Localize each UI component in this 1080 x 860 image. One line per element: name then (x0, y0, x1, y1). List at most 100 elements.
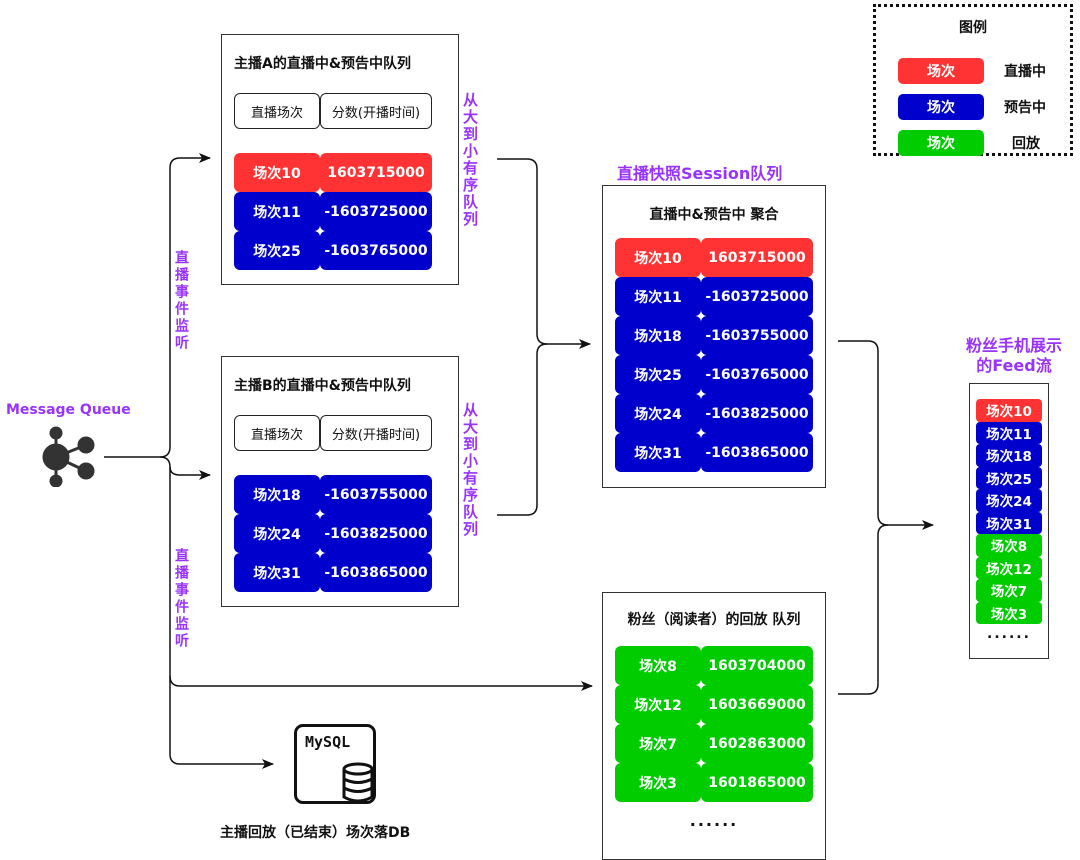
session-queue-title: 直播中&预告中 聚合 (649, 207, 779, 223)
legend-swatch-preview: 场次 (898, 94, 984, 120)
brace-session-to-feed (838, 340, 889, 526)
anchor-a-rows: 场次10 1603715000 场次11 -1603725000 场次25 -1… (234, 153, 432, 270)
session-cell: 场次10 (615, 238, 701, 277)
score-cell: 1601865000 (701, 763, 813, 802)
database-cylinder-icon (342, 762, 374, 803)
score-cell: -1603755000 (701, 316, 813, 355)
feed-item: 场次18 (976, 444, 1042, 467)
session-cell: 场次11 (234, 192, 320, 231)
queue-row: 场次11 -1603725000 (234, 192, 432, 231)
score-cell: -1603725000 (320, 192, 432, 231)
queue-row: 场次7 1602863000 (615, 724, 813, 763)
brace-replay-to-feed (838, 524, 889, 695)
share-nodes-icon (42, 426, 95, 487)
header-score: 分数(开播时间) (320, 415, 432, 451)
edge-label-live-event-upper: 直播事件监听 (173, 250, 189, 352)
replay-queue-title: 粉丝（阅读者）的回放 队列 (627, 612, 801, 628)
session-cell: 场次31 (615, 433, 701, 472)
score-cell: 1602863000 (701, 724, 813, 763)
message-queue-label: Message Queue (6, 402, 131, 418)
sort-order-label-b: 从大到小有序队列 (461, 402, 479, 538)
session-cell: 场次18 (234, 475, 320, 514)
legend-label-preview: 预告中 (1004, 100, 1046, 116)
feed-item: 场次8 (976, 534, 1042, 557)
legend-title: 图例 (959, 20, 987, 36)
replay-queue-rows: 场次8 1603704000 场次12 1603669000 场次7 16028… (615, 646, 813, 802)
sort-order-label-a: 从大到小有序队列 (461, 92, 479, 228)
score-cell: -1603725000 (701, 277, 813, 316)
replay-queue: 粉丝（阅读者）的回放 队列 场次8 1603704000 场次12 160366… (602, 592, 826, 860)
header-session: 直播场次 (234, 415, 320, 451)
session-queue-rows: 场次10 1603715000 场次11 -1603725000 场次18 -1… (615, 238, 813, 472)
score-cell: -1603865000 (320, 553, 432, 592)
feed-items: 场次10 场次11 场次18 场次25 场次24 场次31 场次8 场次12 场… (976, 399, 1042, 624)
session-cell: 场次10 (234, 153, 320, 192)
feed-item: 场次7 (976, 579, 1042, 602)
queue-row: 场次25 -1603765000 (615, 355, 813, 394)
queue-row: 场次18 -1603755000 (615, 316, 813, 355)
feed-list: 场次10 场次11 场次18 场次25 场次24 场次31 场次8 场次12 场… (969, 383, 1049, 659)
replay-queue-more: ...... (689, 811, 739, 830)
queue-row: 场次10 1603715000 (234, 153, 432, 192)
score-cell: -1603755000 (320, 475, 432, 514)
session-cell: 场次12 (615, 685, 701, 724)
brace-b-to-session (497, 343, 548, 516)
score-cell: 1603715000 (320, 153, 432, 192)
queue-row: 场次12 1603669000 (615, 685, 813, 724)
session-cell: 场次24 (615, 394, 701, 433)
score-cell: -1603765000 (701, 355, 813, 394)
session-cell: 场次8 (615, 646, 701, 685)
arrow-to-mysql (169, 676, 274, 769)
legend-item-replay: 场次 回放 (898, 130, 1040, 156)
queue-row: 场次31 -1603865000 (234, 553, 432, 592)
queue-row: 场次10 1603715000 (615, 238, 813, 277)
score-cell: 1603704000 (701, 646, 813, 685)
score-cell: -1603825000 (701, 394, 813, 433)
score-cell: 1603715000 (701, 238, 813, 277)
feed-caption-line2: 的Feed流 (976, 356, 1052, 375)
anchor-b-rows: 场次18 -1603755000 场次24 -1603825000 场次31 -… (234, 475, 432, 592)
mysql-badge: MySQL (305, 733, 351, 751)
session-cell: 场次25 (234, 231, 320, 270)
feed-item: 场次25 (976, 466, 1042, 489)
brace-a-to-session (497, 158, 548, 345)
feed-caption-line1: 粉丝手机展示 (965, 336, 1062, 355)
feed-item: 场次11 (976, 421, 1042, 444)
session-cell: 场次3 (615, 763, 701, 802)
edge-label-live-event-lower: 直播事件监听 (173, 548, 189, 650)
anchor-a-queue: 主播A的直播中&预告中队列 直播场次 分数(开播时间) 场次10 1603715… (221, 34, 459, 285)
session-cell: 场次11 (615, 277, 701, 316)
legend-swatch-replay: 场次 (898, 130, 984, 156)
session-queue: 直播中&预告中 聚合 场次10 1603715000 场次11 -1603725… (602, 185, 826, 488)
score-cell: 1603669000 (701, 685, 813, 724)
session-cell: 场次7 (615, 724, 701, 763)
feed-item: 场次10 (976, 399, 1042, 422)
feed-item: 场次12 (976, 556, 1042, 579)
score-cell: -1603765000 (320, 231, 432, 270)
score-cell: -1603865000 (701, 433, 813, 472)
feed-item: 场次31 (976, 511, 1042, 534)
feed-item: 场次3 (976, 601, 1042, 624)
queue-row: 场次24 -1603825000 (234, 514, 432, 553)
mysql-database-icon: MySQL (294, 724, 376, 804)
session-cell: 场次18 (615, 316, 701, 355)
legend-label-replay: 回放 (1012, 136, 1040, 152)
session-cell: 场次31 (234, 553, 320, 592)
queue-row: 场次25 -1603765000 (234, 231, 432, 270)
header-score: 分数(开播时间) (320, 93, 432, 129)
anchor-b-header: 直播场次 分数(开播时间) (234, 415, 432, 451)
anchor-a-header: 直播场次 分数(开播时间) (234, 93, 432, 129)
queue-row: 场次3 1601865000 (615, 763, 813, 802)
feed-item: 场次24 (976, 489, 1042, 512)
legend-label-live: 直播中 (1004, 64, 1046, 80)
session-cell: 场次24 (234, 514, 320, 553)
feed-caption: 粉丝手机展示 的Feed流 (950, 336, 1078, 376)
queue-row: 场次18 -1603755000 (234, 475, 432, 514)
anchor-a-title: 主播A的直播中&预告中队列 (234, 56, 412, 72)
legend-item-live: 场次 直播中 (898, 58, 1046, 84)
queue-row: 场次8 1603704000 (615, 646, 813, 685)
anchor-b-queue: 主播B的直播中&预告中队列 直播场次 分数(开播时间) 场次18 -160375… (221, 356, 459, 607)
arrow-to-anchor-b (159, 456, 211, 480)
feed-more: ...... (987, 626, 1031, 642)
queue-row: 场次24 -1603825000 (615, 394, 813, 433)
